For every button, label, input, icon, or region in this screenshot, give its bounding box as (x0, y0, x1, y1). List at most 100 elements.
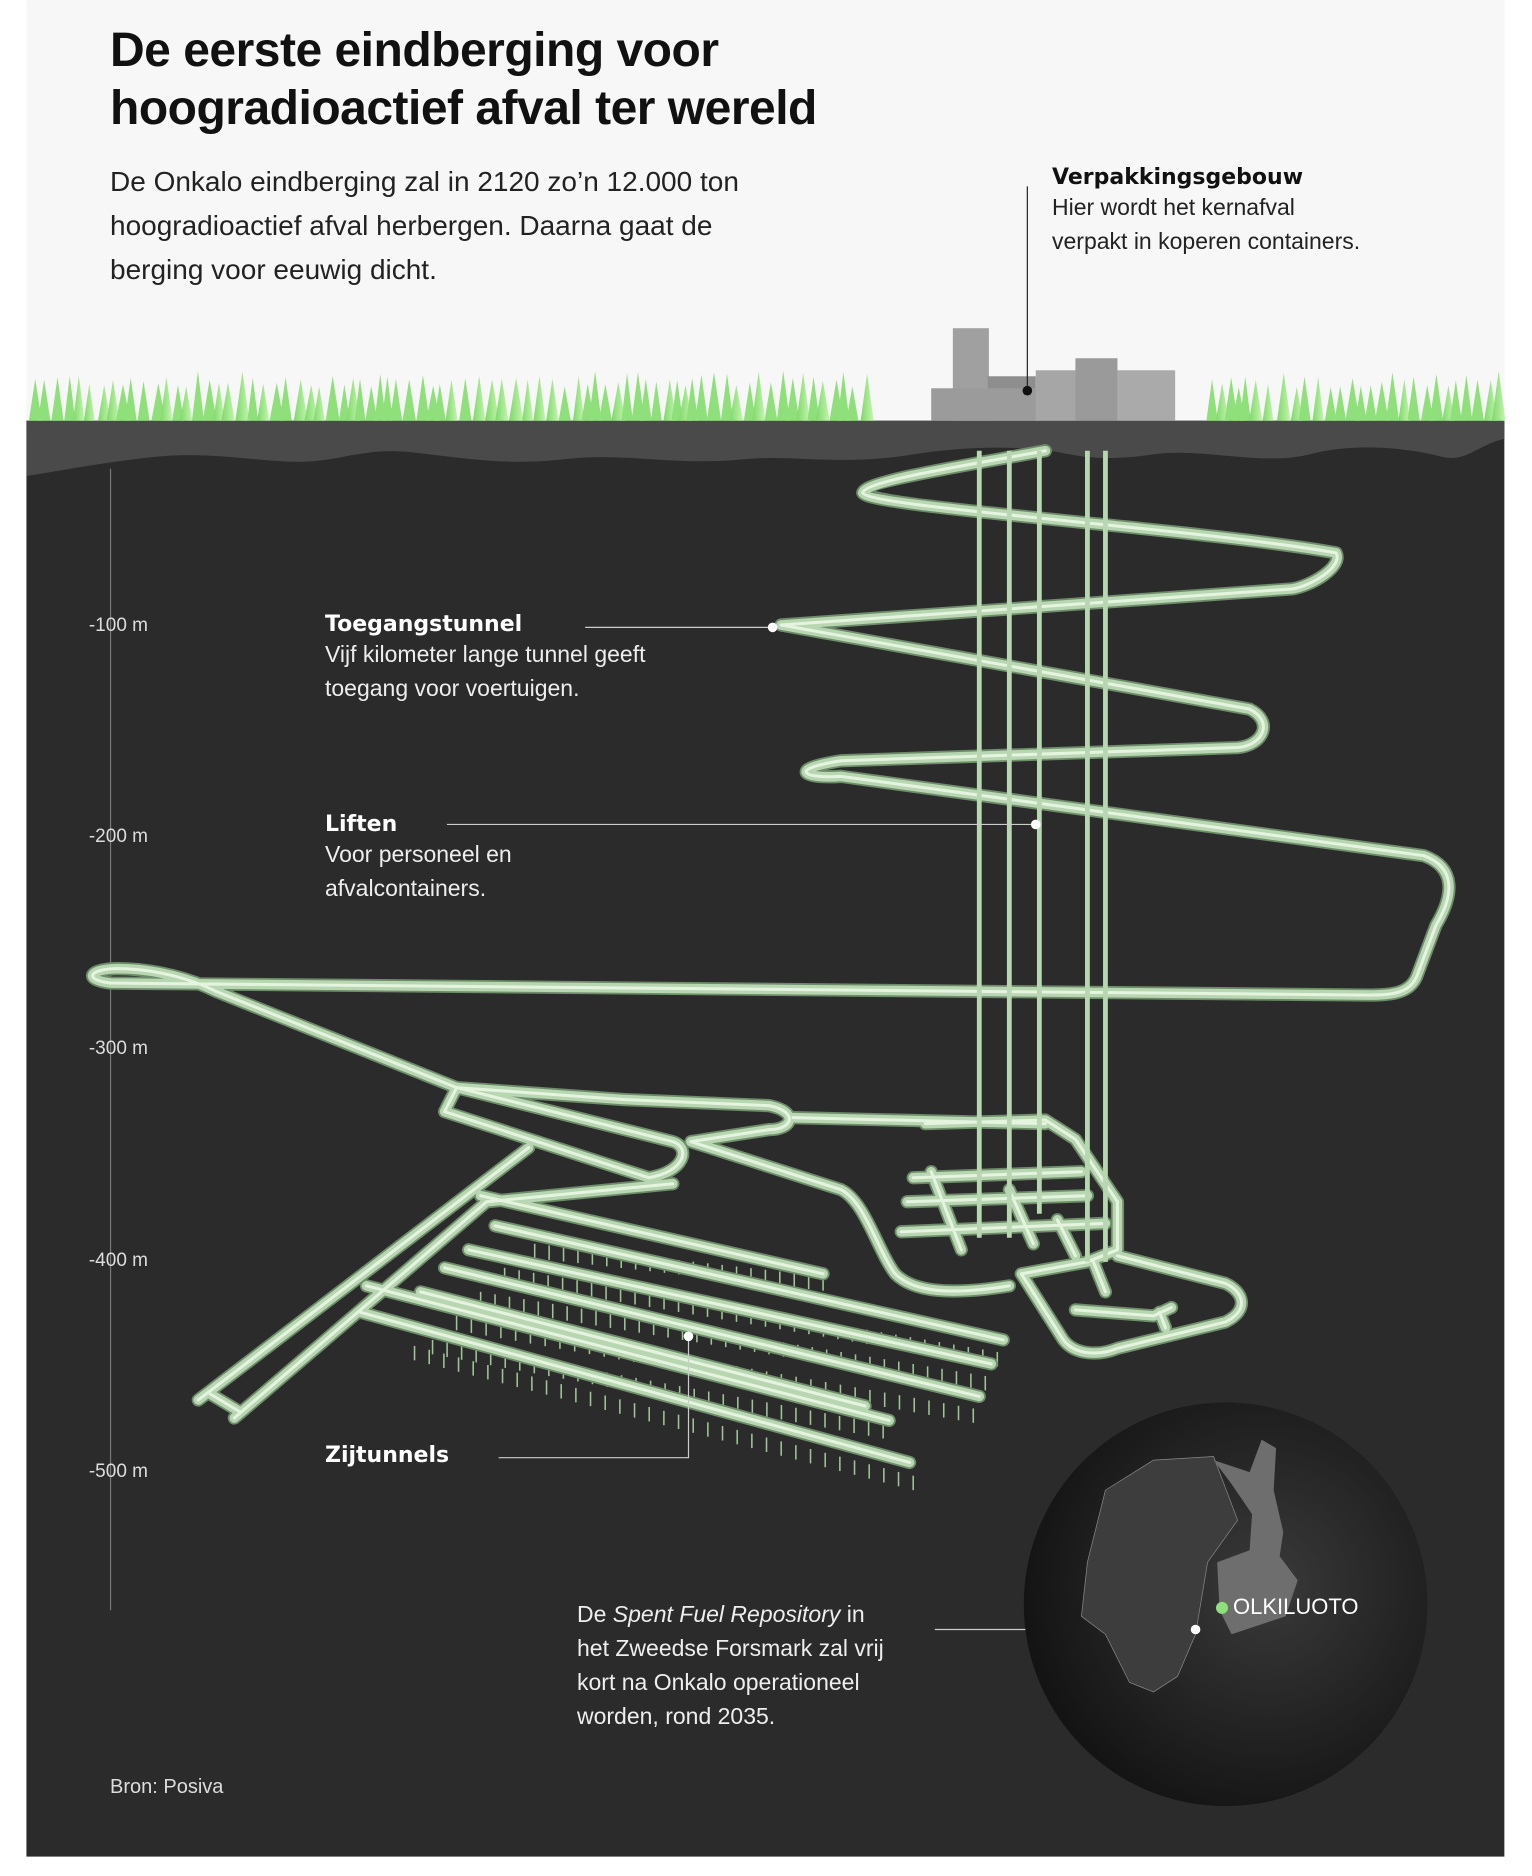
tree-icon (1224, 377, 1238, 421)
tree-icon (752, 371, 766, 421)
tree-icon (484, 379, 500, 421)
tree-icon (695, 374, 708, 421)
intro-line: De Onkalo eindberging zal in 2120 zo’n 1… (110, 166, 739, 197)
globe-map (1023, 1402, 1428, 1807)
tree-icon (304, 384, 319, 421)
tree-icon (459, 378, 472, 421)
tree-icon (786, 377, 800, 421)
tree-icon (1334, 386, 1347, 421)
forsmark-annotation: De Spent Fuel Repository in het Zweedse … (577, 1597, 884, 1733)
forsmark-text: kort na Onkalo operationeel (577, 1669, 860, 1695)
tree-icon (235, 371, 250, 421)
tree-icon (1298, 376, 1311, 421)
tree-icon (1364, 385, 1377, 421)
side-tunnels (358, 1194, 1005, 1464)
tree-icon (860, 373, 874, 421)
tree-icon (374, 373, 386, 421)
tree-icon (1324, 386, 1337, 421)
building-title: Verpakkingsgebouw (1052, 165, 1304, 190)
forsmark-text: worden, rond 2035. (577, 1703, 776, 1729)
tree-icon (639, 378, 652, 421)
tree-icon (213, 382, 225, 421)
tree-icon (325, 375, 340, 421)
elevator-desc: afvalcontainers. (325, 875, 487, 901)
tree-icon (1276, 372, 1291, 421)
scandinavia (1081, 1456, 1239, 1693)
tree-icon (1262, 384, 1274, 421)
intro-text: De Onkalo eindberging zal in 2120 zo’n 1… (110, 160, 870, 292)
tree-icon (1407, 376, 1420, 421)
tree-icon (381, 376, 393, 421)
tree-icon (73, 375, 85, 421)
tree-icon (416, 375, 430, 421)
elevator-annotation: Liften Voor personeel en afvalcontainers… (325, 812, 512, 905)
olkiluoto-marker (1215, 1601, 1229, 1614)
tree-icon (729, 384, 744, 421)
tree-icon (257, 383, 270, 421)
tree-icon (495, 378, 509, 421)
tree-icon (743, 382, 756, 421)
access-tunnel-title: Toegangstunnel (325, 612, 523, 637)
tree-icon (98, 385, 111, 421)
access-tunnel-marker (767, 622, 778, 633)
building-annotation: Verpakkingsgebouw Hier wordt het kernafv… (1052, 165, 1360, 258)
tree-icon (846, 386, 859, 421)
tree-icon (293, 379, 308, 421)
access-tunnel-spiral (91, 449, 1451, 1090)
tree-icon (402, 379, 416, 421)
tree-icon (1249, 379, 1263, 421)
intro-line: berging voor eeuwig dicht. (110, 254, 437, 285)
tree-icon (671, 380, 684, 421)
tree-icon (598, 383, 612, 421)
depth-label: -400 m (88, 1250, 148, 1271)
tree-icon (508, 377, 524, 421)
finland (1213, 1439, 1298, 1635)
tree-icon (1449, 380, 1462, 421)
access-tunnel-annotation: Toegangstunnel Vijf kilometer lange tunn… (325, 612, 646, 705)
elevator-shafts (976, 450, 1108, 1262)
tree-icon (172, 384, 184, 421)
tree-icon (621, 373, 633, 421)
tree-icon (1385, 372, 1400, 421)
lower-tunnel-b (455, 1086, 1011, 1293)
sky (26, 0, 1505, 421)
access-tunnel-desc: Vijf kilometer lange tunnel geeft (325, 641, 646, 667)
forsmark-marker (1190, 1624, 1201, 1635)
tree-icon (1460, 374, 1473, 421)
tree-icon (365, 386, 378, 421)
tree-icon (720, 373, 734, 421)
tree-icon (389, 379, 403, 421)
tree-icon (650, 381, 662, 421)
tree-icon (546, 378, 559, 421)
tree-icon (815, 380, 830, 421)
tunnel-network (85, 444, 1456, 1470)
forsmark-text: in (840, 1601, 865, 1627)
page-title: De eerste eindberging voor hoogradioacti… (110, 22, 817, 138)
tree-icon (1345, 378, 1360, 421)
tree-icon (1420, 385, 1434, 421)
tree-icon (106, 380, 120, 421)
side-tunnel-marker (683, 1331, 694, 1342)
tree-icon (313, 386, 325, 421)
depth-label: -100 m (88, 615, 148, 636)
tree-icon (631, 372, 645, 421)
tree-icon (191, 371, 204, 421)
building-desc: Hier wordt het kernafval (1052, 194, 1295, 220)
tree-icon (1398, 379, 1411, 421)
tree-icon (64, 376, 76, 421)
source-credit: Bron: Posiva (110, 1776, 224, 1798)
tree-icon (354, 378, 366, 421)
side-tunnel-title: Zijtunnels (325, 1443, 450, 1468)
depth-label: -300 m (88, 1038, 148, 1059)
tree-icon (124, 377, 137, 421)
tree-icon (269, 382, 284, 421)
side-crossbar (208, 1392, 242, 1414)
tree-icon (160, 376, 173, 421)
tree-icon (558, 386, 571, 421)
tree-icon (611, 381, 626, 421)
forsmark-text: De (577, 1601, 613, 1627)
tree-icon (37, 379, 51, 421)
olkiluoto-label: OLKILUOTO (1233, 1594, 1359, 1619)
tree-icon (28, 378, 42, 421)
depth-label: -500 m (88, 1461, 148, 1482)
